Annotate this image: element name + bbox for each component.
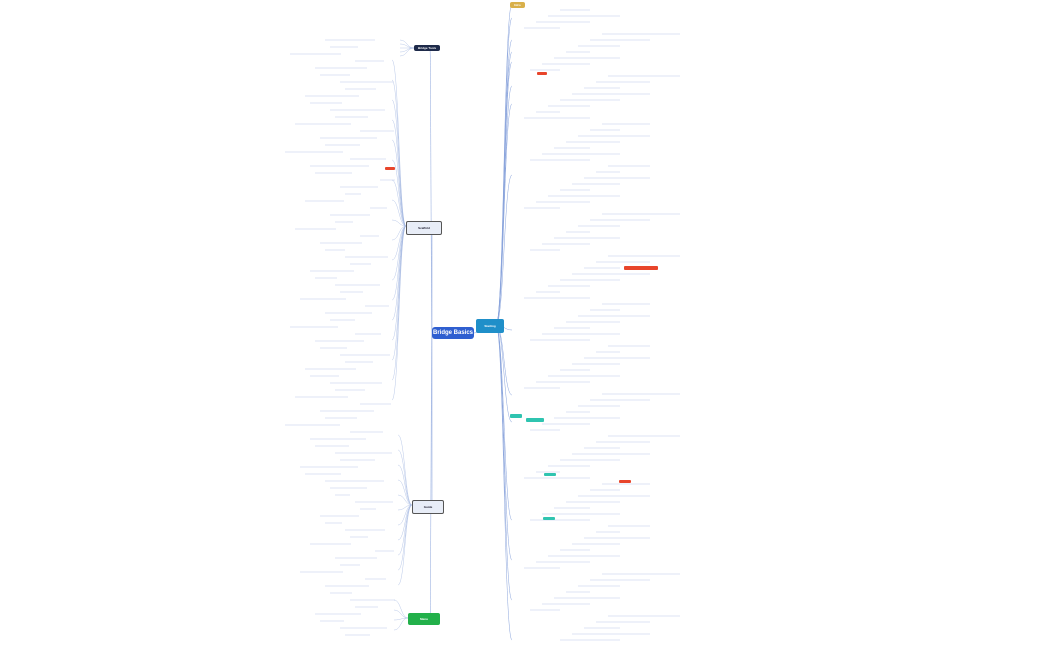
highlight-node-guide[interactable] (619, 480, 631, 483)
connector-left-0-3 (399, 47, 415, 53)
highlight-node-small[interactable] (537, 72, 547, 75)
connector-right-6 (495, 103, 513, 326)
teal-node-3[interactable] (544, 473, 556, 476)
menu-node[interactable]: Menu (408, 613, 440, 625)
connector-left-1-5 (391, 159, 407, 227)
connector-left-1-16 (391, 225, 407, 381)
connector-left-1-17 (391, 225, 407, 401)
connector-left-2-3 (397, 479, 413, 506)
tools-node[interactable]: Bridge Tools (414, 45, 441, 51)
scaffold-label: Scaffold (418, 226, 430, 230)
connector-right-7 (495, 174, 513, 326)
connector-left-1-6 (391, 179, 407, 227)
connector-center-tools (429, 49, 433, 334)
connector-right-4 (495, 61, 513, 326)
teal-node-2[interactable] (526, 418, 544, 422)
central-topic[interactable]: Bridge Basics (432, 327, 474, 339)
starting-label: Starting (484, 324, 496, 328)
connector-right-10 (495, 324, 513, 423)
connector-right-14 (495, 324, 513, 641)
connector-left-2-7 (397, 504, 413, 541)
guide-label: Guide (423, 505, 433, 509)
connector-left-1-9 (391, 225, 407, 241)
connector-left-1-12 (391, 225, 407, 301)
connector-left-0-4 (399, 47, 415, 57)
highlight-node[interactable] (624, 266, 658, 270)
connector-left-0-1 (399, 43, 415, 49)
connector-left-2-2 (397, 464, 413, 506)
connector-left-3-2 (393, 617, 409, 621)
teal-node-1[interactable] (510, 414, 522, 418)
connector-right-1 (495, 17, 513, 326)
starting-node[interactable]: Starting (476, 319, 504, 333)
central-topic-label: Bridge Basics (432, 330, 474, 336)
connector-right-5 (495, 85, 513, 326)
scaffold-node[interactable]: Scaffold (406, 221, 442, 235)
connector-left-2-8 (397, 504, 413, 556)
connector-right-13 (495, 324, 513, 601)
connector-left-2-0 (397, 434, 413, 506)
menu-label: Menu (420, 617, 428, 621)
connector-right-12 (495, 324, 513, 561)
connector-left-2-5 (397, 504, 413, 511)
teal-node-4[interactable] (543, 517, 555, 520)
guide-node[interactable]: Guide (412, 500, 444, 514)
connector-left-2-4 (397, 494, 413, 506)
connector-left-3-1 (393, 609, 409, 619)
connector-left-2-1 (397, 449, 413, 506)
connector-left-1-7 (391, 199, 407, 227)
connector-left-1-3 (391, 119, 407, 227)
connector-left-3-3 (393, 617, 409, 631)
highlight-node-scaffold[interactable] (385, 167, 395, 170)
connector-left-1-8 (391, 219, 407, 227)
connector-left-3-0 (393, 599, 409, 619)
connector-left-1-15 (391, 225, 407, 361)
connector-left-2-10 (397, 504, 413, 586)
connector-center-menu (429, 332, 433, 619)
connector-left-0-0 (399, 39, 415, 49)
intro-node[interactable]: Intro (510, 2, 525, 8)
